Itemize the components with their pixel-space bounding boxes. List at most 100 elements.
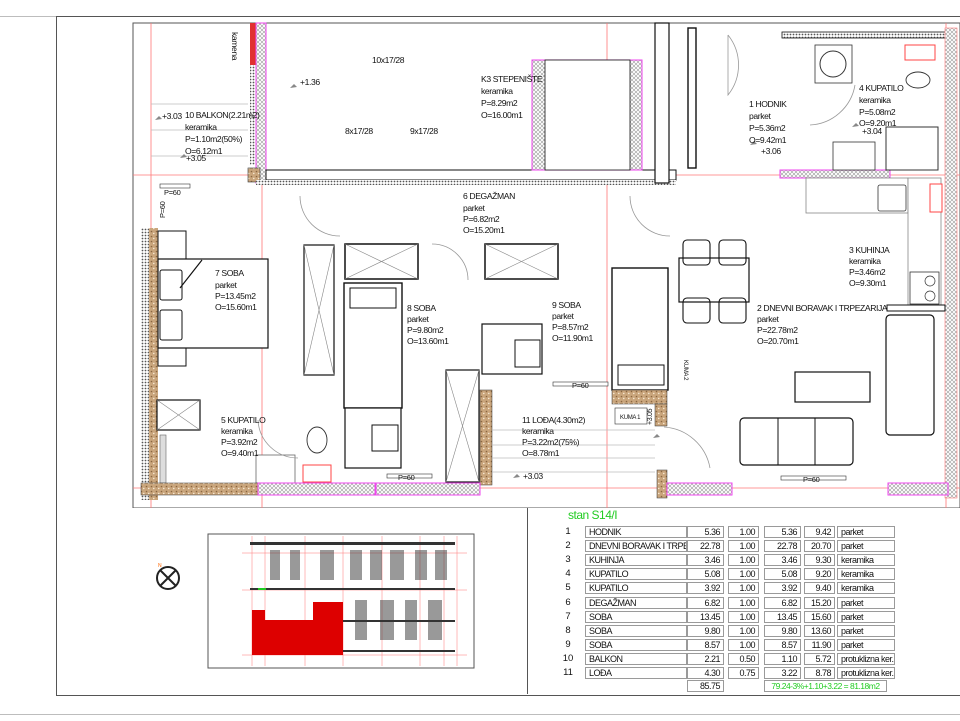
svg-text:P=6.82m2: P=6.82m2 bbox=[463, 214, 500, 224]
room-floor: protuklizna ker. bbox=[837, 652, 895, 665]
room-net-area: 5.08 bbox=[764, 568, 801, 581]
svg-text:O=11.90m1: O=11.90m1 bbox=[552, 333, 594, 343]
pillow bbox=[159, 309, 183, 341]
key-plan-building bbox=[250, 542, 455, 652]
stair-label: 8x17/28 bbox=[345, 126, 373, 136]
kamena-label: kamena bbox=[230, 32, 240, 61]
room-label-stair: K3 STEPENIŠTE keramika P=8.29m2 O=16.00m… bbox=[481, 74, 543, 120]
svg-text:keramika: keramika bbox=[221, 426, 253, 436]
kuma-label: KUMA 1 bbox=[620, 415, 641, 421]
room-floor: parket bbox=[837, 540, 895, 553]
wall bbox=[247, 167, 261, 183]
stair-label: 10x17/28 bbox=[372, 55, 405, 65]
wall bbox=[656, 469, 668, 499]
room-perimeter: 8.78 bbox=[804, 667, 835, 679]
room-label-3: 3 KUHINJA keramika P=3.46m2 O=9.30m1 bbox=[849, 245, 890, 288]
room-area: 13.45 bbox=[687, 610, 724, 623]
svg-text:7 SOBA: 7 SOBA bbox=[215, 268, 244, 278]
room-coefficient: 0.50 bbox=[728, 652, 759, 665]
row-number: 9 bbox=[565, 638, 571, 650]
balcony-hatch bbox=[151, 103, 248, 157]
room-label-4: 4 KUPATILO keramika P=5.08m2 O=9.20m1 +3… bbox=[859, 83, 905, 136]
svg-text:parket: parket bbox=[757, 314, 779, 324]
room-floor: parket bbox=[837, 610, 895, 623]
stove-burner bbox=[924, 275, 936, 287]
window-marker bbox=[386, 473, 433, 479]
door-swing bbox=[629, 195, 671, 237]
room-net-area: 6.82 bbox=[764, 596, 801, 609]
svg-text:O=13.60m1: O=13.60m1 bbox=[407, 336, 449, 346]
chair bbox=[682, 297, 711, 324]
kuma-box bbox=[614, 407, 648, 425]
room-coefficient: 1.00 bbox=[728, 596, 759, 609]
north-compass-icon: N bbox=[156, 563, 180, 590]
svg-text:O=16.00m1: O=16.00m1 bbox=[481, 110, 523, 120]
room-perimeter: 20.70 bbox=[804, 540, 835, 553]
room-label-11: 11 LOĐA(4.30m2) keramika P=3.22m2(75%) O… bbox=[522, 415, 586, 481]
room-perimeter: 15.20 bbox=[804, 596, 835, 609]
room-net-area: 22.78 bbox=[764, 540, 801, 553]
wall bbox=[479, 389, 493, 486]
room-coefficient: 1.00 bbox=[728, 568, 759, 581]
room-name: DEGAŽMAN bbox=[585, 596, 687, 609]
row-number: 5 bbox=[565, 582, 571, 594]
row-number: 1 bbox=[565, 526, 571, 537]
svg-text:K3 STEPENIŠTE: K3 STEPENIŠTE bbox=[481, 74, 543, 84]
door-swing bbox=[663, 426, 711, 469]
room-perimeter: 9.30 bbox=[804, 554, 835, 567]
room-perimeter: 13.60 bbox=[804, 624, 835, 637]
svg-text:P=13.45m2: P=13.45m2 bbox=[215, 291, 256, 301]
window-label: P=60 bbox=[803, 475, 820, 484]
room-perimeter: 9.42 bbox=[804, 526, 835, 538]
washing-machine-drum bbox=[819, 50, 847, 78]
counter-edge bbox=[886, 304, 946, 312]
room-area: 6.82 bbox=[687, 596, 724, 609]
boiler bbox=[302, 464, 332, 483]
key-plan-highlight bbox=[252, 602, 343, 655]
pillow bbox=[617, 364, 665, 386]
level-label: +1.36 bbox=[300, 77, 320, 87]
room-label-1: 1 HODNIK parket P=5.36m2 O=9.42m1 +3.06 bbox=[749, 99, 787, 156]
shower-cross bbox=[156, 399, 201, 431]
room-area: 9.80 bbox=[687, 624, 724, 637]
wall bbox=[654, 22, 670, 184]
svg-text:P=5.36m2: P=5.36m2 bbox=[749, 123, 786, 133]
svg-text:O=6.12m1: O=6.12m1 bbox=[185, 146, 223, 156]
svg-text:P=3.22m2(75%): P=3.22m2(75%) bbox=[522, 437, 580, 447]
room-net-area: 3.22 bbox=[764, 667, 801, 679]
window-marker bbox=[780, 475, 847, 481]
chair bbox=[682, 239, 711, 266]
room-name: BALKON bbox=[585, 652, 687, 665]
stair-landing-inner bbox=[544, 59, 631, 171]
pillow bbox=[159, 269, 183, 301]
room-area: 22.78 bbox=[687, 540, 724, 553]
room-name: SOBA bbox=[585, 638, 687, 651]
wall bbox=[611, 389, 668, 405]
floor-plan: kamena 10x17/28 8x17/28 9x17/28 +1.36 +3… bbox=[132, 22, 960, 508]
chair bbox=[718, 297, 747, 324]
wall bbox=[250, 65, 256, 165]
window-label: P=60 bbox=[572, 381, 589, 390]
room-net-area: 8.57 bbox=[764, 638, 801, 651]
window-label: P=60 bbox=[164, 188, 181, 197]
wall bbox=[781, 31, 948, 39]
room-area: 4.30 bbox=[687, 667, 724, 679]
room-net-area: 5.36 bbox=[764, 526, 801, 538]
svg-text:P=1.10m2(50%): P=1.10m2(50%) bbox=[185, 134, 243, 144]
room-label-8: 8 SOBA parket P=9.80m2 O=13.60m1 bbox=[407, 303, 450, 346]
room-net-area: 9.80 bbox=[764, 624, 801, 637]
svg-text:3 KUHINJA: 3 KUHINJA bbox=[849, 245, 890, 255]
room-floor: parket bbox=[837, 526, 895, 538]
svg-text:O=9.20m1: O=9.20m1 bbox=[859, 118, 897, 128]
row-number: 7 bbox=[565, 610, 571, 622]
room-area: 5.36 bbox=[687, 526, 724, 538]
svg-text:10 BALKON(2.21m2): 10 BALKON(2.21m2) bbox=[185, 110, 260, 120]
stove-burner bbox=[924, 290, 936, 302]
room-area: 5.08 bbox=[687, 568, 724, 581]
room-coefficient: 1.00 bbox=[728, 554, 759, 567]
svg-text:11 LOĐA(4.30m2): 11 LOĐA(4.30m2) bbox=[522, 415, 586, 425]
